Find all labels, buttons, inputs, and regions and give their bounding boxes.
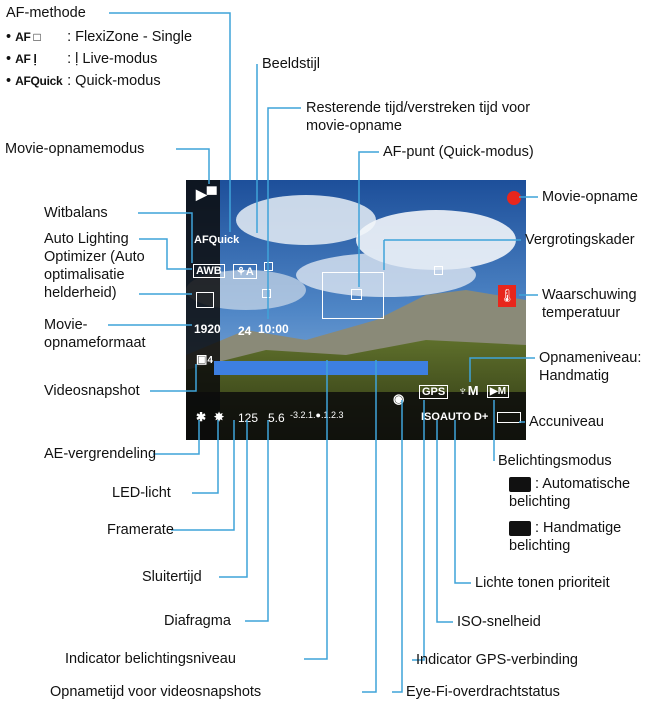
- af-option-live: • AF ḷ: ḷ Live-modus: [6, 51, 158, 67]
- label-magnify-frame: Vergrotingskader: [525, 232, 635, 248]
- eyefi-icon: ◉: [393, 391, 405, 406]
- exposure-mode-icon: ▶M: [487, 385, 510, 398]
- label-frame-rate: Framerate: [107, 522, 174, 538]
- exp-auto-text: : Automatische belichting: [509, 476, 631, 510]
- recording-dot-icon: [507, 191, 521, 205]
- video-snapshot-icon: ▣4: [196, 352, 213, 366]
- manual-exposure-badge: [509, 520, 531, 536]
- gps-icon: GPS: [419, 385, 449, 399]
- label-exposure-mode: Belichtingsmodus: [498, 453, 612, 469]
- exposure-mode-manual: : Handmatige belichting: [509, 519, 659, 555]
- magnify-frame: [322, 272, 384, 319]
- time-readout: 10:00: [258, 322, 289, 336]
- label-af-method: AF-methode: [6, 5, 86, 21]
- label-shutter: Sluitertijd: [142, 569, 202, 585]
- af-opt-quick-text: : Quick-modus: [67, 73, 161, 89]
- af-option-quick: • AFQuick: Quick-modus: [6, 73, 161, 89]
- iso-value: AUTO: [439, 411, 471, 423]
- label-iso: ISO-snelheid: [457, 614, 541, 630]
- label-led: LED-licht: [112, 485, 171, 501]
- label-alo: Auto Lighting Optimizer (Auto optimalisa…: [44, 231, 145, 301]
- exposure-mode-auto: : Automatische belichting: [509, 475, 659, 511]
- live-view-screen: [186, 180, 526, 440]
- rec-level-mode: M: [467, 383, 479, 398]
- ae-lock-icon: ✱: [196, 410, 207, 424]
- movie-format-icon: 1920: [194, 322, 221, 336]
- awb-icon: AWB: [193, 264, 225, 278]
- battery-icon: [497, 412, 521, 423]
- label-battery: Accuniveau: [529, 414, 604, 430]
- iso-readout: ISOAUTO D+: [421, 411, 489, 423]
- label-white-balance: Witbalans: [44, 205, 108, 221]
- picture-style-icon: ⚘A: [233, 264, 257, 279]
- level-bar-fill: [214, 361, 428, 375]
- af-sym-quick: AFQuick: [15, 74, 63, 88]
- shutter-readout: 125: [238, 411, 259, 425]
- label-ae-lock: AE-vergrendeling: [44, 446, 157, 462]
- label-video-snapshot: Videosnapshot: [44, 383, 140, 399]
- label-temp-warning: Waarschuwing temperatuur: [542, 287, 637, 321]
- af-opt-flexizone-text: : FlexiZone - Single: [67, 29, 193, 45]
- af-opt-live-text: : ḷ Live-modus: [67, 51, 158, 67]
- snapshot-count: 4: [207, 355, 213, 366]
- label-exposure-level: Indicator belichtingsniveau: [65, 651, 236, 667]
- label-eyefi: Eye-Fi-overdrachtstatus: [406, 684, 560, 700]
- af-option-flexizone: • AF □: FlexiZone - Single: [6, 29, 193, 45]
- label-picture-style: Beeldstijl: [262, 56, 321, 72]
- label-movie-shoot-mode: Movie-opnamemodus: [5, 141, 145, 157]
- exposure-scale: -3.2.1.●.1.2.3: [290, 410, 344, 420]
- af-point-right: [434, 266, 443, 275]
- rec-level-icon: ♆M: [458, 383, 479, 398]
- aperture-readout: 5.6: [268, 411, 285, 425]
- label-movie-recording: Movie-opname: [542, 189, 638, 205]
- label-aperture: Diafragma: [164, 613, 231, 629]
- fps-icon: 24: [238, 324, 252, 338]
- exp-manual-text: : Handmatige belichting: [509, 520, 622, 554]
- label-rec-level: Opnameniveau: Handmatig: [539, 350, 642, 384]
- af-sym-flexizone: AF □: [15, 30, 41, 44]
- af-point-left: [262, 289, 271, 298]
- auto-exposure-badge: [509, 476, 531, 492]
- label-af-point: AF-punt (Quick-modus): [383, 144, 534, 160]
- alo-icon: [196, 292, 214, 308]
- af-point-frame: [351, 289, 362, 300]
- temperature-warning-icon: 🌡: [498, 285, 516, 307]
- movie-mode-icon: ▶▀: [196, 186, 217, 202]
- af-quick-icon: AFQuick: [194, 234, 240, 246]
- label-gps: Indicator GPS-verbinding: [416, 652, 578, 668]
- label-snapshot-time: Opnametijd voor videosnapshots: [50, 684, 262, 700]
- led-icon: ✸: [214, 410, 225, 424]
- live-view-scene: [186, 180, 526, 440]
- af-sym-live: AF ḷ: [15, 52, 37, 66]
- label-highlight-priority: Lichte tonen prioriteit: [475, 575, 610, 591]
- label-remaining-time: Resterende tijd/verstreken tijd voor mov…: [306, 100, 531, 134]
- label-movie-format: Movie-opnameformaat: [44, 317, 146, 351]
